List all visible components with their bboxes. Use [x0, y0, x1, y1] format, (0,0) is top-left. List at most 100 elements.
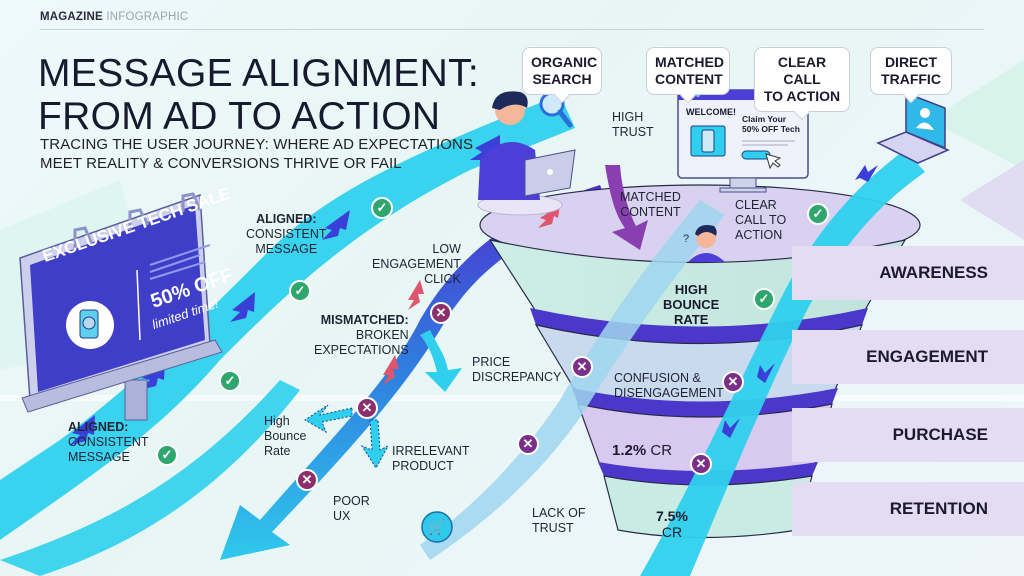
annotation-confusion: CONFUSION & DISENGAGEMENT: [614, 371, 724, 401]
annotation-line: LACK OF: [532, 506, 586, 520]
funnel-line: BOUNCE: [663, 297, 720, 312]
annotation-line: MESSAGE: [68, 450, 130, 464]
bubble-line: MATCHED: [655, 54, 724, 70]
stage-label: ENGAGEMENT: [866, 347, 988, 366]
annotation-price-discrepancy: PRICE DISCREPANCY: [472, 355, 561, 385]
annotation-line: TRUST: [532, 521, 574, 535]
svg-text:🛒: 🛒: [428, 519, 445, 536]
kicker-light: INFOGRAPHIC: [106, 11, 189, 23]
landing-welcome: WELCOME!: [686, 107, 736, 117]
annotation-line: High: [264, 414, 290, 428]
title-line-2: FROM AD TO ACTION: [38, 95, 441, 138]
page-title: MESSAGE ALIGNMENT: FROM AD TO ACTION: [38, 52, 479, 138]
cr-value: 1.2%: [612, 442, 647, 459]
annotation-aligned-top: ALIGNED: CONSISTENT MESSAGE: [246, 212, 327, 257]
kicker-bold: MAGAZINE: [40, 11, 103, 23]
kicker: MAGAZINE INFOGRAPHIC: [40, 11, 188, 23]
annotation-line: IRRELEVANT: [392, 444, 470, 458]
annotation-line: MESSAGE: [255, 242, 318, 256]
funnel-line: RATE: [673, 312, 709, 327]
x-mark-icon: ✕: [690, 453, 712, 475]
annotation-line: CONTENT: [620, 205, 681, 219]
annotation-line: HIGH: [612, 110, 644, 124]
stage-label: AWARENESS: [879, 263, 988, 282]
annotation-line: CONFUSION &: [614, 371, 701, 385]
subtitle-line-1: TRACING THE USER JOURNEY: WHERE AD EXPEC…: [40, 136, 474, 153]
annotation-high-trust: HIGH TRUST: [612, 110, 654, 140]
subtitle-line-2: MEET REALITY & CONVERSIONS THRIVE OR FAI…: [40, 155, 402, 172]
svg-text:?: ?: [683, 233, 689, 245]
bubble-line: CONTENT: [655, 71, 723, 87]
annotation-clear-cta: CLEAR CALL TO ACTION: [735, 198, 786, 243]
stage-purchase: PURCHASE: [792, 408, 1024, 462]
annotation-line: Bounce: [264, 429, 307, 443]
x-mark-icon: ✕: [430, 302, 452, 324]
annotation-line: CONSISTENT: [246, 227, 327, 241]
annotation-line: ENGAGEMENT: [372, 257, 461, 271]
bubble-line: DIRECT: [884, 54, 938, 70]
annotation-aligned-bottom: ALIGNED: CONSISTENT MESSAGE: [68, 420, 149, 465]
annotation-line: CONSISTENT: [68, 435, 149, 449]
x-mark-icon: ✕: [356, 397, 378, 419]
landing-claim: Claim Your 50% OFF Tech: [742, 114, 800, 134]
stage-awareness: AWARENESS: [792, 246, 1024, 300]
aligned-bold: ALIGNED:: [256, 212, 317, 226]
x-mark-icon: ✕: [571, 356, 593, 378]
source-matched-content: MATCHED CONTENT: [646, 47, 730, 95]
check-icon: ✓: [219, 370, 241, 392]
bubble-line: SEARCH: [532, 71, 592, 87]
funnel-line: HIGH: [674, 282, 708, 297]
annotation-irrelevant-product: IRRELEVANT PRODUCT: [392, 444, 470, 474]
stage-label: RETENTION: [889, 499, 988, 518]
stage-engagement: ENGAGEMENT: [792, 330, 1024, 384]
annotation-line: CALL TO: [735, 213, 787, 227]
annotation-line: DISENGAGEMENT: [614, 386, 724, 400]
x-mark-icon: ✕: [517, 433, 539, 455]
annotation-line: MATCHED: [620, 190, 681, 204]
source-organic-search: ORGANIC SEARCH: [522, 47, 602, 95]
annotation-lack-of-trust: LACK OF TRUST: [532, 506, 586, 536]
bubble-line: ORGANIC: [531, 54, 598, 70]
annotation-line: LOW: [432, 242, 461, 256]
annotation-line: CLEAR: [735, 198, 777, 212]
bubble-line: CLEAR CALL: [777, 54, 827, 87]
header-divider: [40, 29, 984, 30]
check-icon: ✓: [807, 203, 829, 225]
annotation-matched-content: MATCHED CONTENT: [620, 190, 681, 220]
stage-label: PURCHASE: [892, 425, 988, 444]
annotation-low-engagement: LOW ENGAGEMENT CLICK: [372, 242, 461, 287]
claim-line-1: Claim Your: [742, 114, 787, 124]
bubble-line: TRAFFIC: [881, 71, 941, 87]
page-subtitle: TRACING THE USER JOURNEY: WHERE AD EXPEC…: [40, 135, 473, 173]
cr-unit: CR: [661, 524, 683, 540]
aligned-bold: ALIGNED:: [68, 420, 129, 434]
annotation-poor-ux: POOR UX: [333, 494, 370, 524]
x-mark-icon: ✕: [722, 371, 744, 393]
annotation-line: BROKEN: [355, 328, 409, 342]
check-icon: ✓: [753, 288, 775, 310]
annotation-line: ACTION: [735, 228, 783, 242]
annotation-line: CLICK: [424, 272, 461, 286]
annotation-line: EXPECTATIONS: [314, 343, 409, 357]
check-icon: ✓: [156, 444, 178, 466]
title-line-1: MESSAGE ALIGNMENT:: [38, 52, 480, 95]
annotation-line: DISCREPANCY: [472, 370, 562, 384]
annotation-line: TRUST: [612, 125, 654, 139]
annotation-line: UX: [333, 509, 351, 523]
funnel-high-bounce: HIGH BOUNCE RATE: [663, 282, 719, 327]
cr-value: 7.5%: [656, 508, 688, 524]
bubble-line: TO ACTION: [763, 88, 841, 104]
mismatched-bold: MISMATCHED:: [320, 313, 409, 327]
x-mark-icon: ✕: [296, 469, 318, 491]
annotation-line: Rate: [264, 444, 291, 458]
source-clear-cta: CLEAR CALL TO ACTION: [754, 47, 850, 112]
annotation-line: PRICE: [472, 355, 511, 369]
claim-line-2: 50% OFF Tech: [742, 124, 800, 134]
source-direct-traffic: DIRECT TRAFFIC: [870, 47, 952, 95]
funnel-purchase-cr: 1.2% CR: [612, 442, 672, 459]
cr-unit: CR: [650, 442, 673, 459]
check-icon: ✓: [371, 197, 393, 219]
annotation-mismatched: MISMATCHED: BROKEN EXPECTATIONS: [314, 313, 409, 358]
annotation-line: PRODUCT: [392, 459, 454, 473]
